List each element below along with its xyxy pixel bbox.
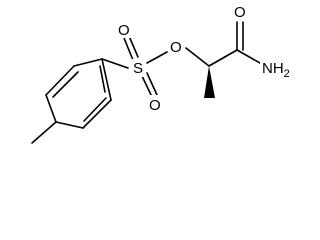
oxygen-ester-label: O xyxy=(170,39,182,56)
oxygen-carbon-bond xyxy=(185,47,210,67)
ring-bond-4 xyxy=(55,121,84,129)
ring-bond-6 xyxy=(101,58,112,101)
oxygen-carbonyl-label: O xyxy=(234,4,246,21)
oxygen-bottom-label: O xyxy=(149,97,161,114)
sulfur-label: S xyxy=(133,60,143,77)
ring-bond-3 xyxy=(45,94,57,123)
atom-amide-nitrogen: NH2 xyxy=(260,58,296,80)
ring-bond-1 xyxy=(73,58,103,67)
atom-oxygen-carbonyl: O xyxy=(232,3,248,21)
carbonyl-nitrogen-bond xyxy=(236,49,261,64)
benzene-ring xyxy=(45,58,112,129)
ring-double-bond-2 xyxy=(83,97,107,122)
sulfonyl-double-bond-top-a xyxy=(123,37,134,61)
sulfur-oxygen-bond xyxy=(146,51,168,64)
sulfonyl-double-bond-bottom-a xyxy=(141,75,153,98)
ring-bond-2 xyxy=(45,65,75,96)
ring-double-bond-3 xyxy=(99,65,106,93)
ring-bond-5 xyxy=(82,99,112,129)
amide-nitrogen-label: NH2 xyxy=(262,60,290,80)
stereo-wedge-bond xyxy=(204,66,215,98)
atom-sulfur: S xyxy=(131,59,145,77)
carbon-carbonyl-bond xyxy=(208,49,238,67)
methyl-bond xyxy=(31,121,57,144)
ring-sulfur-bond xyxy=(101,58,129,69)
sulfonyl-double-bond-bottom-b xyxy=(146,72,158,96)
atom-oxygen-bottom: O xyxy=(148,95,162,114)
structure-canvas: S O O O O NH2 xyxy=(31,3,296,144)
molecule-drawing: S O O O O NH2 xyxy=(31,3,296,144)
atom-oxygen-top: O xyxy=(117,20,131,39)
ring-double-bond-1 xyxy=(52,71,79,98)
sulfonyl-double-bond-top-b xyxy=(128,35,139,58)
oxygen-top-label: O xyxy=(118,22,130,39)
atom-oxygen-ester: O xyxy=(168,38,184,56)
